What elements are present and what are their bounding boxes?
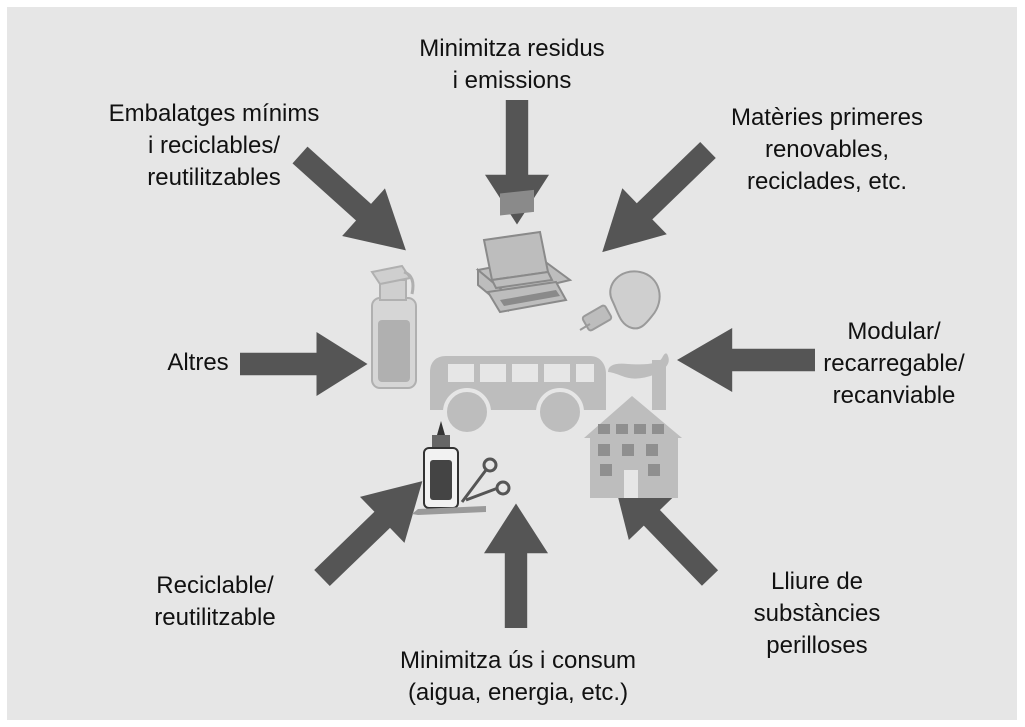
factory-house-icon (584, 353, 682, 498)
label-right: Modular/ recarregable/ recanviable (823, 318, 965, 409)
label-left: Altres (167, 349, 229, 376)
arrow-right (677, 328, 815, 392)
label-bottom: Minimitza ús i consum (aigua, energia, e… (399, 647, 637, 706)
label-top: Minimitza residus i emissions (419, 35, 605, 94)
arrow-bottom-left (299, 458, 445, 602)
label-bottom-left: Reciclable/ reutilitzable (154, 572, 276, 631)
pencil-icon (412, 506, 486, 515)
scissors-icon (460, 457, 511, 503)
arrow-bottom (484, 503, 548, 628)
arrow-top-right (580, 126, 731, 276)
arrow-left (240, 332, 368, 396)
glue-bottle-icon (423, 421, 459, 509)
lightbulb-icon (579, 270, 661, 332)
label-top-left: Embalatges mínims i reciclables/ reutili… (108, 100, 320, 191)
label-bottom-right: Lliure de substàncies perilloses (753, 568, 881, 659)
bus-icon (430, 356, 606, 436)
label-top-right: Matèries primeres renovables, reciclades… (730, 104, 924, 195)
spray-bottle-icon (370, 264, 417, 389)
computer-icon (475, 189, 573, 314)
